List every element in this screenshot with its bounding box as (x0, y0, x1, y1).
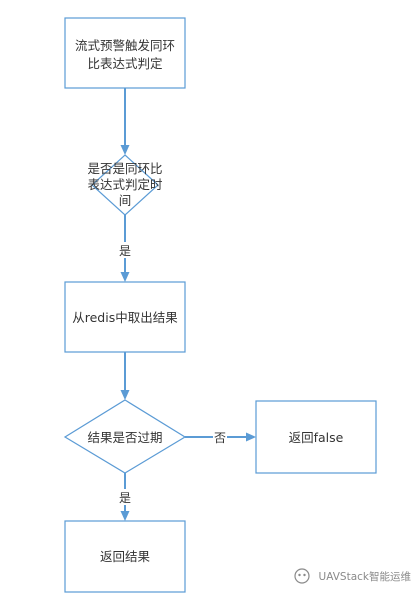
edge-label-yes: 是 (119, 244, 131, 258)
arrowhead (120, 511, 130, 521)
process-box (64, 17, 186, 89)
process-box (255, 400, 377, 474)
edge-label-background (118, 242, 132, 258)
node-stream-alert: 流式预警触发同环 比表达式判定 (64, 17, 186, 89)
edge-label-no: 否 (214, 431, 226, 445)
node-return-false: 返回false (255, 400, 377, 474)
node-label-line: 是否是同环比 (87, 161, 162, 176)
process-box (64, 281, 186, 353)
node-fetch-from-redis: 从redis中取出结果 (64, 281, 186, 353)
node-label-line: 流式预警触发同环 (75, 38, 175, 53)
wechat-logo-icon-circle (294, 568, 310, 584)
arrow-redis-to-expired-check (120, 352, 130, 400)
arrowhead (120, 390, 130, 400)
node-label-line: 返回结果 (100, 549, 151, 564)
arrow-expired-no-to-return-false: 否 (185, 429, 256, 445)
arrowhead (246, 432, 256, 442)
wechat-logo-icon (294, 568, 310, 584)
decision-is-time-to-check: 是否是同环比 表达式判定时 间 (87, 154, 163, 216)
wechat-logo-icon-dot (298, 573, 301, 577)
node-label-line: 返回false (289, 430, 344, 445)
node-label-line: 从redis中取出结果 (72, 310, 178, 325)
wechat-logo-icon-dot (303, 573, 306, 577)
arrowhead (120, 145, 130, 155)
node-label-line: 比表达式判定 (87, 56, 162, 71)
edge-label-yes: 是 (119, 491, 131, 505)
watermark: UAVStack智能运维 (294, 568, 412, 584)
node-label-line: 结果是否过期 (87, 430, 162, 445)
arrow-stream-alert-to-time-check (120, 88, 130, 155)
arrow-time-check-yes-to-redis: 是 (118, 215, 132, 282)
node-label-line: 表达式判定时 (87, 177, 163, 192)
node-label-line: 间 (119, 193, 132, 208)
arrow-expired-yes-to-return-result: 是 (118, 473, 132, 521)
process-box (64, 520, 186, 593)
node-return-result: 返回结果 (64, 520, 186, 593)
watermark-text: UAVStack智能运维 (319, 570, 412, 583)
arrowhead (120, 272, 130, 282)
decision-is-result-expired: 结果是否过期 (63, 399, 187, 474)
edge-label-background (213, 429, 227, 445)
edge-label-background (118, 489, 132, 505)
